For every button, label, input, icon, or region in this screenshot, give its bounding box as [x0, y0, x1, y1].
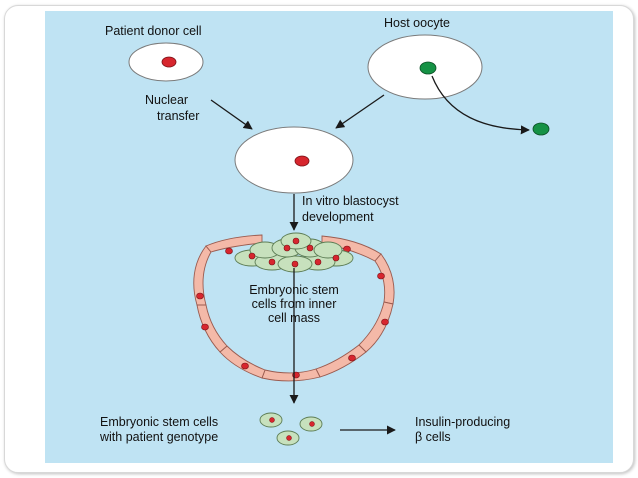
insulin-cells-label-line1: Insulin-producing — [415, 415, 510, 429]
removed-nucleus — [532, 122, 550, 136]
host-oocyte-label: Host oocyte — [384, 16, 450, 30]
in-vitro-label-line1: In vitro blastocyst — [302, 194, 399, 208]
nuclear-transfer-label-line2: transfer — [157, 109, 199, 123]
nucleus-removal-arrow — [431, 75, 530, 135]
insulin-cells-label-line2: β cells — [415, 430, 451, 444]
oocyte-nucleus — [419, 61, 437, 75]
nuclear-transfer-label-line1: Nuclear — [145, 93, 188, 107]
reconstructed-egg — [234, 126, 354, 194]
oocyte-to-egg-arrow — [335, 94, 385, 129]
in-vitro-label-line2: development — [302, 210, 374, 224]
egg-nucleus — [294, 155, 310, 167]
patient-genotype-label-line1: Embryonic stem cells — [100, 415, 218, 429]
inner-cell-mass-nuclei — [248, 237, 340, 268]
patient-genotype-label-line2: with patient genotype — [99, 430, 218, 444]
nuclear-transfer-arrow — [210, 99, 253, 130]
isolated-stem-cells — [259, 412, 323, 446]
donor-nucleus — [161, 56, 177, 68]
blastocyst-wall — [193, 234, 395, 382]
inner-cell-mass-label-line1: Embryonic stem — [249, 283, 339, 297]
patient-donor-cell-label: Patient donor cell — [105, 24, 202, 38]
trophoblast-nuclei — [196, 245, 389, 379]
inner-cell-mass-label-line2: cells from inner — [252, 297, 337, 311]
slide-frame — [4, 5, 634, 473]
inner-cell-mass-label-line3: cell mass — [268, 311, 320, 325]
